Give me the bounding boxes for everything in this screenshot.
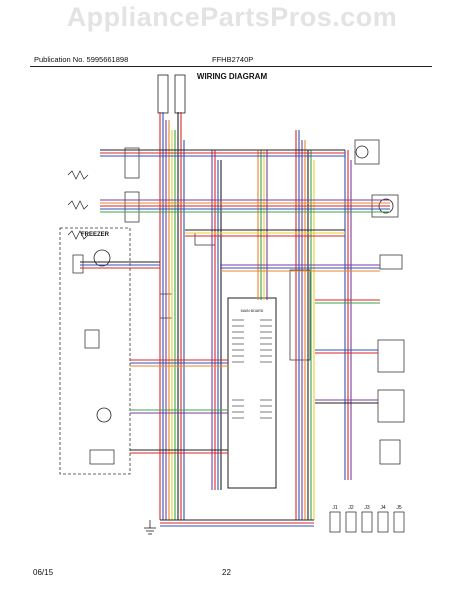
connector-j3-label: J3 bbox=[364, 505, 370, 511]
heater-symbol-1 bbox=[67, 170, 89, 180]
wire-bundle-horizontal bbox=[80, 149, 390, 527]
connector-j5-label: J5 bbox=[396, 505, 402, 511]
top-connector-2 bbox=[174, 74, 186, 114]
model-number: FFHB2740P bbox=[212, 55, 254, 64]
component-block-2 bbox=[124, 191, 140, 223]
freezer-part-3 bbox=[89, 449, 115, 465]
wire-bundle-left bbox=[159, 112, 185, 520]
side-block-4 bbox=[379, 439, 401, 465]
freezer-part-2 bbox=[84, 329, 100, 349]
connector-j3 bbox=[361, 511, 373, 533]
connector-j1-label: J1 bbox=[332, 505, 338, 511]
connector-j2-label: J2 bbox=[348, 505, 354, 511]
connector-j2 bbox=[345, 511, 357, 533]
connector-strip bbox=[289, 269, 311, 361]
dispenser-block bbox=[354, 139, 380, 165]
side-block-2 bbox=[377, 339, 405, 373]
heater-symbol-2 bbox=[67, 200, 89, 210]
freezer-part-1 bbox=[72, 254, 84, 274]
connector-j1 bbox=[329, 511, 341, 533]
connector-j4-label: J4 bbox=[380, 505, 386, 511]
connector-j4 bbox=[377, 511, 389, 533]
main-board-pins bbox=[232, 319, 272, 419]
side-block-1 bbox=[379, 254, 403, 270]
publication-number: Publication No. 5995661898 bbox=[34, 55, 129, 64]
top-connector-1 bbox=[157, 74, 169, 114]
compressor-icon bbox=[96, 407, 112, 423]
motor-icon-1 bbox=[355, 145, 369, 159]
wire-bundle-center bbox=[211, 150, 268, 490]
connector-j5 bbox=[393, 511, 405, 533]
page-number: 22 bbox=[222, 568, 231, 577]
main-board bbox=[227, 297, 277, 489]
fan-motor-icon bbox=[93, 249, 111, 267]
wire-bundle-right bbox=[295, 130, 352, 520]
watermark-text: AppliancePartsPros.com bbox=[66, 2, 398, 32]
freezer-label: FREEZER bbox=[81, 232, 110, 238]
freezer-enclosure bbox=[59, 227, 131, 475]
component-block-1 bbox=[124, 147, 140, 179]
connector-legend: J1 J2 J3 J4 J5 bbox=[329, 505, 405, 533]
ground-icon bbox=[144, 520, 156, 535]
side-block-3 bbox=[377, 389, 405, 423]
footer-date: 06/15 bbox=[33, 568, 54, 577]
diagram-title: WIRING DIAGRAM bbox=[196, 72, 268, 81]
heater-symbol-3 bbox=[67, 230, 89, 240]
header-rule bbox=[30, 66, 432, 67]
main-board-label: MAIN BOARD bbox=[241, 309, 264, 313]
